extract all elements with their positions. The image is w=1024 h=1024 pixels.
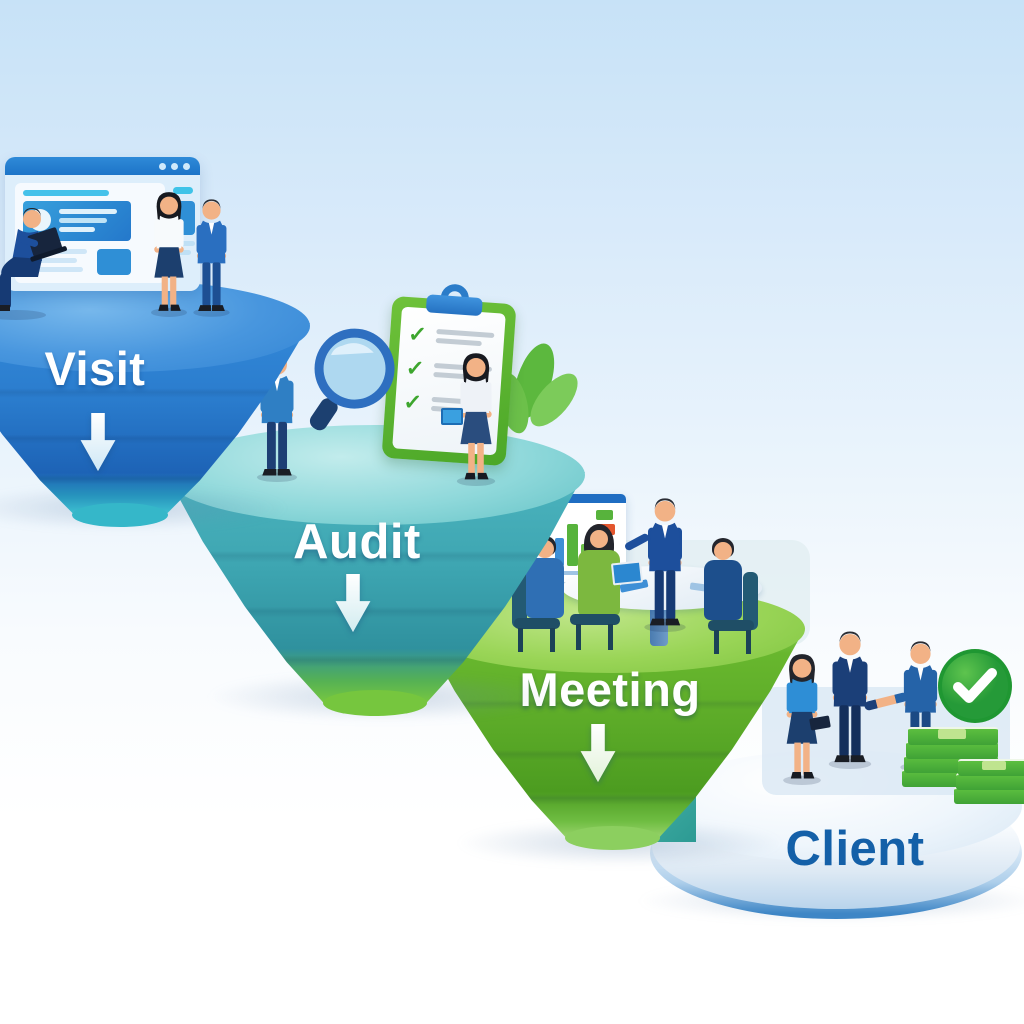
stage-label-audit: Audit: [293, 515, 421, 569]
audit-funnel-tip: [323, 690, 427, 716]
stage-label-meeting: Meeting: [519, 663, 701, 716]
window-dot: [171, 163, 178, 170]
seated-person: [688, 532, 758, 654]
down-arrow-icon: [80, 412, 116, 472]
stage-label-visit: Visit: [44, 342, 146, 395]
funnel-stage-visit: Visit: [0, 155, 310, 531]
check-circle-icon: [938, 649, 1012, 723]
down-arrow-icon: [580, 723, 616, 783]
funnel-stage-audit: ✓ ✓ ✓ Audi: [165, 283, 587, 722]
seated-person-laptop: [566, 522, 644, 652]
person-businessman-left: [822, 629, 878, 769]
person-woman-pointing: [144, 191, 194, 317]
person-man-standing: [188, 197, 235, 317]
check-icon: ✓: [407, 321, 428, 348]
person-sitting-with-laptop: [0, 208, 67, 320]
check-icon: ✓: [404, 354, 426, 382]
money-stack-icon: [954, 753, 1024, 805]
tablet: [441, 408, 463, 425]
person-presenter: [638, 496, 692, 632]
down-arrow-icon: [335, 573, 371, 633]
magnifier-icon: [309, 328, 395, 431]
visit-funnel-tip: [72, 503, 168, 527]
audit-funnel-surface: [165, 425, 585, 525]
funnel-stage-client: Client: [635, 625, 1024, 925]
visit-funnel-surface: [0, 280, 310, 372]
window-dot: [183, 163, 190, 170]
meeting-funnel-tip: [565, 826, 660, 850]
stage-label-client: Client: [785, 822, 925, 876]
window-dot: [159, 163, 166, 170]
